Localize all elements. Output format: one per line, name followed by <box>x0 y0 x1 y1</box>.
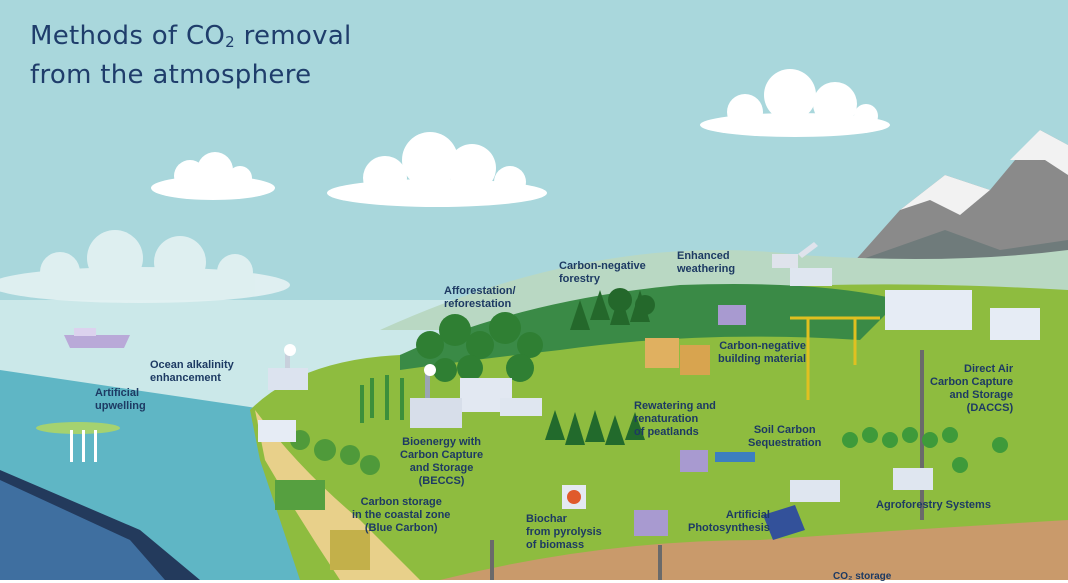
label-afforestation: Afforestation/ reforestation <box>444 285 516 311</box>
label-line: weathering <box>677 263 736 275</box>
cloud-icon <box>327 132 547 207</box>
title-line-1: Methods of CO2 removal <box>30 21 352 51</box>
label-line: CO₂ storage <box>833 571 892 582</box>
label-line: upwelling <box>95 400 146 412</box>
label-line: Ocean alkalinity <box>150 359 234 371</box>
label-line: and Storage <box>409 462 474 474</box>
forest-peatlands <box>545 410 645 445</box>
label-line: of biomass <box>526 539 585 551</box>
storage-pipe <box>658 545 662 580</box>
label-line: Carbon storage <box>360 496 442 508</box>
label-enhanced-weathering: Enhanced weathering <box>677 250 735 276</box>
label-line: building material <box>718 353 807 365</box>
label-line: Carbon-negative <box>719 340 807 352</box>
storage-pipe <box>490 540 494 580</box>
ship-icon <box>64 328 130 348</box>
ocean-floor-light <box>0 480 165 580</box>
title-suffix: removal <box>235 21 352 51</box>
label-line: Rewatering and <box>634 400 716 412</box>
label-line: Carbon Capture <box>400 449 484 461</box>
label-line: Bioenergy with <box>402 436 481 448</box>
label-peatlands: Rewatering and renaturation of peatlands <box>634 400 716 439</box>
label-line: Carbon-negative <box>559 260 646 272</box>
label-line: enhancement <box>150 372 221 384</box>
label-line: Artificial <box>725 509 770 521</box>
label-co2-storage: CO₂ storage <box>833 570 891 583</box>
cloud-icon <box>700 69 890 137</box>
label-soil-carbon: Soil Carbon Sequestration <box>748 424 821 450</box>
title-subscript: 2 <box>225 33 236 51</box>
label-biochar: Biochar from pyrolysis of biomass <box>526 513 602 552</box>
label-beccs: Bioenergy with Carbon Capture and Storag… <box>400 436 483 488</box>
title-line-2: from the atmosphere <box>30 60 312 90</box>
crane-icon <box>790 316 880 400</box>
agroforestry-trees <box>842 427 1008 473</box>
label-line: from pyrolysis <box>526 526 602 538</box>
label-line: forestry <box>559 273 600 285</box>
label-line: Artificial <box>95 387 140 399</box>
label-artificial-upwelling: Artificial upwelling <box>95 387 146 413</box>
label-agroforestry: Agroforestry Systems <box>876 499 991 512</box>
title-prefix: Methods of CO <box>30 21 226 51</box>
label-line: Biochar <box>526 513 567 525</box>
label-carbon-negative-forestry: Carbon-negative forestry <box>559 260 646 286</box>
truck-icon <box>258 268 933 502</box>
label-line: of peatlands <box>634 426 699 438</box>
label-line: reforestation <box>444 298 512 310</box>
dacs-plant-icon <box>885 290 1040 340</box>
label-carbon-negative-building: Carbon-negative building material <box>718 340 806 366</box>
solar-panel-icon <box>763 505 805 540</box>
biochar-reactor-icon <box>562 485 586 509</box>
label-line: (Blue Carbon) <box>364 522 438 534</box>
label-line: (BECCS) <box>418 475 465 487</box>
label-line: Carbon Capture <box>930 376 1014 388</box>
label-line: Sequestration <box>748 437 822 449</box>
label-line: Agroforestry Systems <box>876 499 991 511</box>
label-blue-carbon: Carbon storage in the coastal zone (Blue… <box>352 496 450 535</box>
excavator-icon <box>772 242 818 268</box>
label-line: renaturation <box>634 413 699 425</box>
label-line: Soil Carbon <box>753 424 816 436</box>
label-line: and Storage <box>949 389 1014 401</box>
label-line: Enhanced <box>677 250 730 262</box>
tractor-icon <box>634 305 746 536</box>
storage-pipe <box>920 350 924 520</box>
forest-carbon-negative <box>570 288 655 330</box>
label-line: (DACCS) <box>966 402 1014 414</box>
peatland-water <box>715 452 755 462</box>
label-dacs: Direct Air Carbon Capture and Storage (D… <box>930 363 1013 415</box>
label-artificial-photosynthesis: Artificial Photosynthesis <box>688 509 770 535</box>
label-line: Direct Air <box>964 363 1014 375</box>
cloud-icon <box>0 230 290 303</box>
building-blocks-icon <box>645 338 710 375</box>
forest-beccs <box>360 375 404 423</box>
forest-afforestation <box>416 312 543 382</box>
coastal-vegetation <box>275 430 380 570</box>
label-line: Afforestation/ <box>444 285 516 297</box>
label-line: Photosynthesis <box>688 522 770 534</box>
cloud-icon <box>151 152 275 200</box>
label-line: in the coastal zone <box>352 509 451 521</box>
soil-layer <box>440 520 1068 580</box>
label-ocean-alkalinity: Ocean alkalinity enhancement <box>150 359 234 385</box>
page-title: Methods of CO2 removal from the atmosphe… <box>30 20 352 92</box>
upwelling-pipes <box>36 422 120 462</box>
factory-icon <box>268 344 308 390</box>
